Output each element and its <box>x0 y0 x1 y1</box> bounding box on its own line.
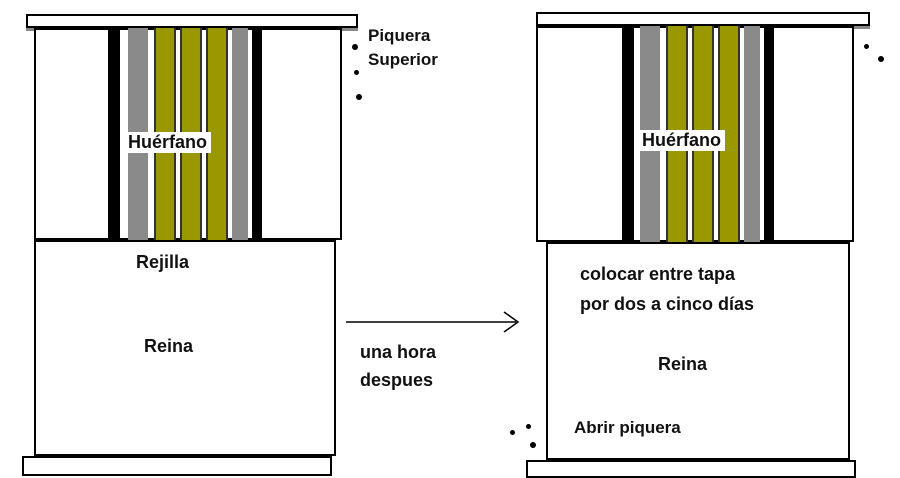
lower-entrance-dot-2 <box>526 424 531 429</box>
right-entrance-dot-1 <box>864 44 869 49</box>
right-instruction-line1: colocar entre tapa <box>580 264 736 284</box>
right-reina-label: Reina <box>658 354 708 374</box>
entrance-dot-2 <box>354 70 359 75</box>
right-lid <box>536 12 870 26</box>
left-frame-dark-1 <box>108 28 120 240</box>
entrance-dot-3 <box>356 94 362 100</box>
right-frame-grey-2 <box>744 26 760 242</box>
left-frame-grey-2 <box>232 28 248 240</box>
entrance-dot-1 <box>352 44 358 50</box>
left-frame-dark-2 <box>252 28 262 240</box>
right-instruction-line2: por dos a cinco días <box>580 294 755 314</box>
piquera-superior-label: Piquera Superior <box>368 26 438 69</box>
left-rejilla-label: Rejilla <box>136 252 190 272</box>
lower-entrance-dot-1 <box>510 430 515 435</box>
left-lid <box>26 14 358 28</box>
abrir-piquera-label: Abrir piquera <box>574 418 681 437</box>
right-lower-box <box>546 242 850 460</box>
arrow-label-line1: una hora <box>360 342 437 362</box>
right-entrance-dot-2 <box>878 56 884 62</box>
right-huerfano-label: Huérfano <box>638 130 726 151</box>
right-bottom-board <box>526 460 856 478</box>
left-huerfano-label: Huérfano <box>124 132 212 153</box>
left-reina-label: Reina <box>144 336 194 356</box>
left-lower-box <box>34 240 336 456</box>
arrow-label-line2: despues <box>360 370 434 390</box>
right-frame-dark-2 <box>764 26 774 242</box>
right-frame-dark-1 <box>622 26 634 242</box>
lower-entrance-dot-3 <box>530 442 536 448</box>
